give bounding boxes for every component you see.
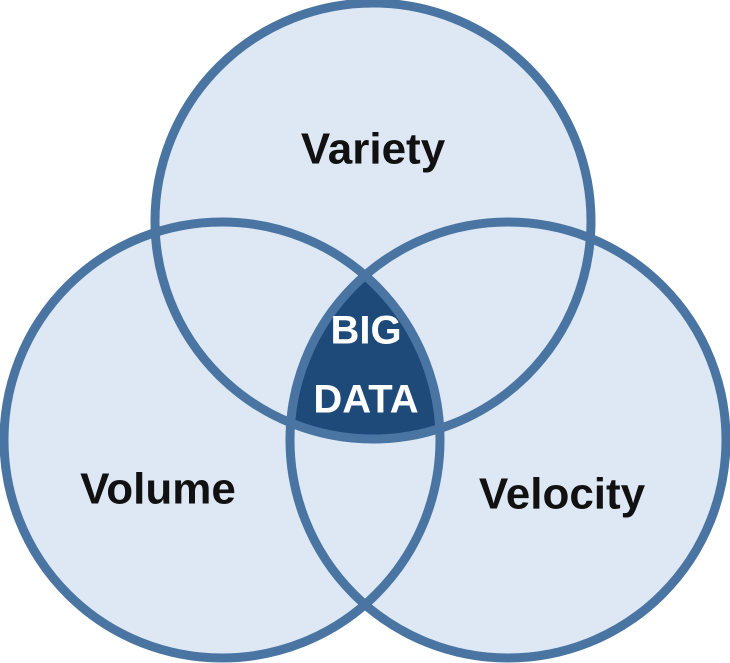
volume-label: Volume (80, 465, 236, 514)
big-data-label-line1: BIG (330, 309, 401, 353)
variety-outline (150, 0, 596, 444)
volume-outline (0, 217, 445, 663)
velocity-outline (285, 217, 730, 663)
big-data-intersection (290, 222, 440, 439)
variety-label: Variety (301, 125, 446, 174)
velocity-label: Velocity (479, 470, 646, 519)
variety-circle (155, 3, 591, 439)
big-data-label-line2: DATA (313, 378, 418, 422)
